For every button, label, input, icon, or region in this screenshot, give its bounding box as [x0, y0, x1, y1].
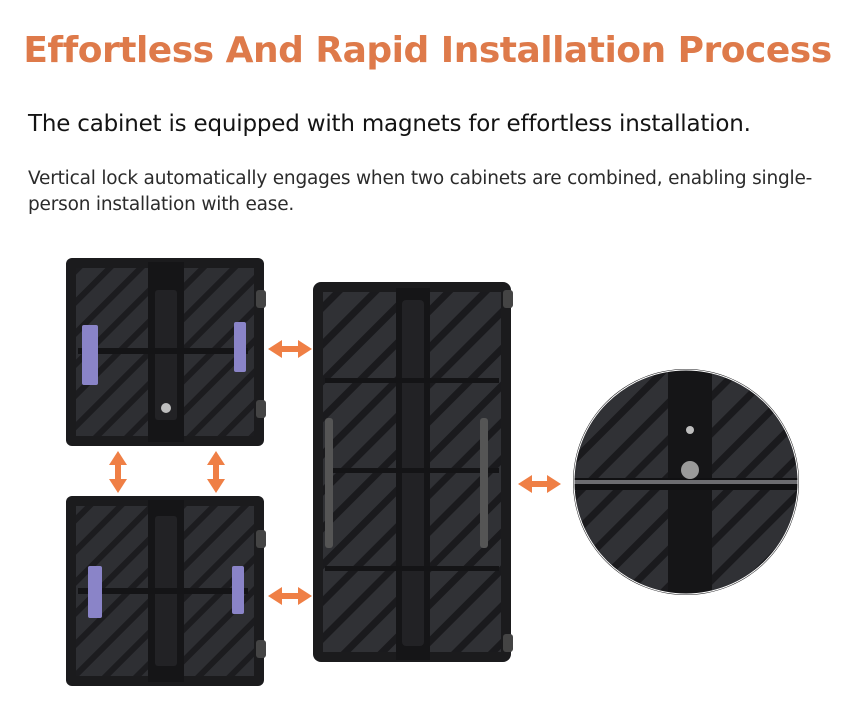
lock-detail-zoom: [573, 369, 799, 595]
arrow-vertical-right-icon: [207, 451, 225, 493]
page-title: Effortless And Rapid Installation Proces…: [23, 30, 832, 71]
arrow-horizontal-top-icon: [268, 340, 312, 358]
page-subtitle: The cabinet is equipped with magnets for…: [28, 111, 751, 137]
cabinet-bottom-left: [66, 496, 266, 686]
cabinet-combined: [313, 282, 513, 662]
arrow-to-detail-icon: [518, 475, 561, 493]
page-description: Vertical lock automatically engages when…: [28, 168, 813, 215]
arrow-vertical-left-icon: [109, 451, 127, 493]
cabinet-top-left: [66, 258, 266, 446]
arrow-horizontal-bottom-icon: [268, 587, 312, 605]
